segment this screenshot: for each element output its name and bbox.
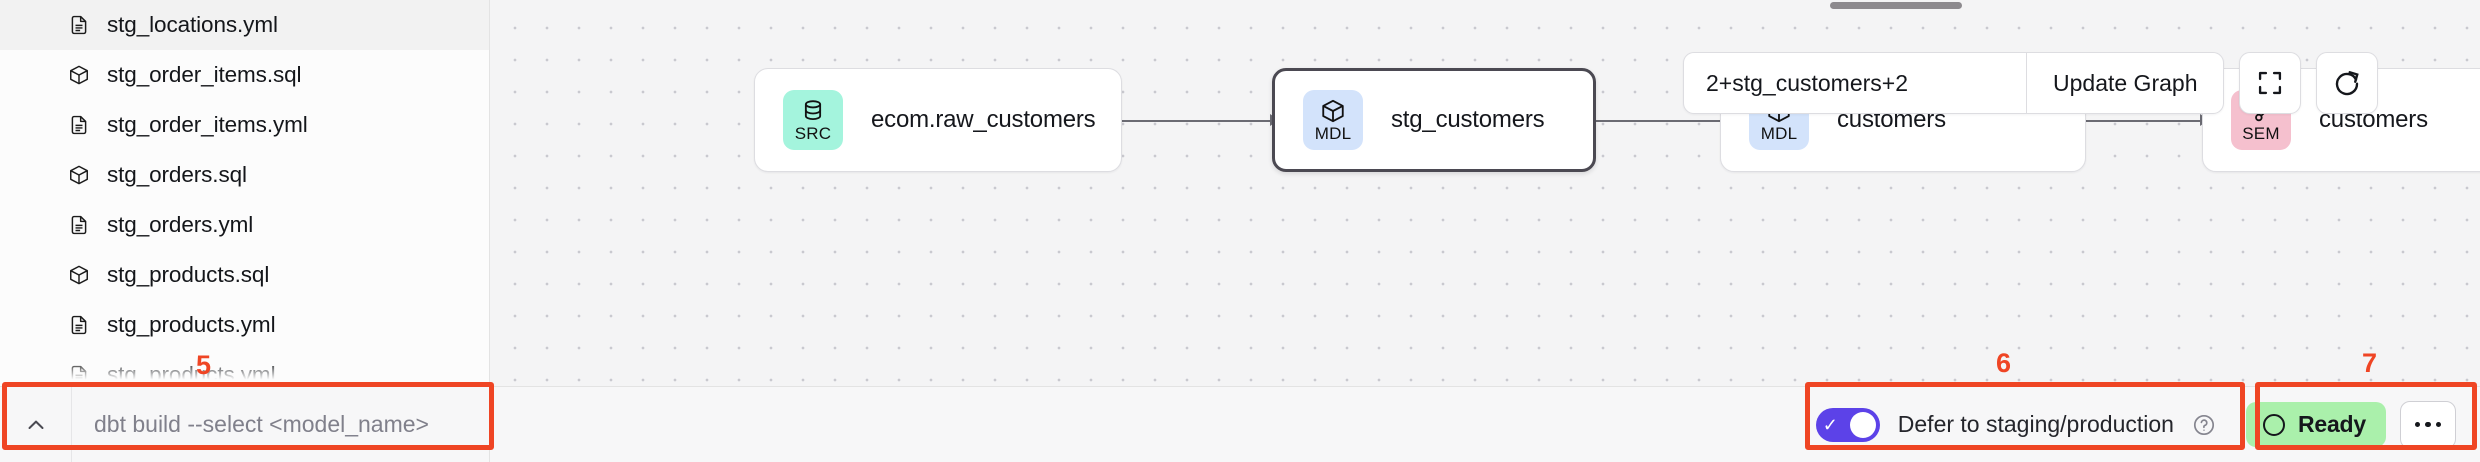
scrollbar-thumb[interactable]: [1830, 2, 1962, 9]
cube-sql-icon: [68, 164, 90, 186]
refresh-icon: [2336, 71, 2360, 96]
refresh-button[interactable]: [2316, 52, 2379, 114]
file-name-label: stg_products.yml: [107, 312, 276, 337]
bottom-bar: ✓ Defer to staging/production Ready: [0, 386, 2480, 462]
file-list-item[interactable]: stg_orders.yml: [0, 200, 489, 250]
node-badge-src: SRC: [783, 90, 843, 150]
file-list-item[interactable]: stg_locations.yml: [0, 0, 489, 50]
update-graph-button[interactable]: Update Graph: [2026, 53, 2223, 113]
edge-src-to-stg: [1120, 120, 1272, 122]
circle-outline-icon: [2262, 413, 2285, 436]
file-yml-icon: [68, 114, 90, 136]
database-icon: [804, 100, 822, 121]
file-yml-icon: [68, 364, 90, 386]
file-name-label: stg_locations.yml: [107, 12, 278, 37]
file-yml-icon: [68, 214, 90, 236]
file-list-item[interactable]: stg_products.yml: [0, 300, 489, 350]
status-group: Ready: [2245, 400, 2456, 449]
more-options-button[interactable]: [2400, 400, 2456, 449]
ellipsis-dot: [2425, 421, 2431, 428]
graph-selector-input[interactable]: [1684, 53, 2026, 113]
canvas-horizontal-scrollbar[interactable]: [490, 0, 2480, 12]
file-list-item[interactable]: stg_orders.sql: [0, 150, 489, 200]
file-name-label: stg_order_items.yml: [107, 112, 308, 137]
defer-toggle-group[interactable]: ✓ Defer to staging/production: [1802, 400, 2230, 450]
defer-label: Defer to staging/production: [1897, 411, 2174, 437]
cube-sql-icon: [68, 264, 90, 286]
file-yml-icon: [68, 314, 90, 336]
cube-icon: [1322, 99, 1344, 123]
file-list-item[interactable]: stg_order_items.sql: [0, 50, 489, 100]
question-circle-icon[interactable]: [2192, 413, 2216, 437]
file-explorer-sidebar[interactable]: stg_locations.yml stg_order_items.sql stg_…: [0, 0, 490, 386]
status-label: Ready: [2297, 411, 2366, 437]
node-badge-label: MDL: [1314, 124, 1352, 143]
ellipsis-dot: [2414, 421, 2421, 428]
chevron-up-icon: [28, 420, 43, 429]
status-bar: ✓ Defer to staging/production Ready: [490, 387, 2480, 462]
main-body: stg_locations.yml stg_order_items.sql stg_…: [0, 0, 2480, 386]
file-list-item[interactable]: stg_products.yml: [0, 350, 489, 386]
toggle-check-icon: ✓: [1822, 414, 1838, 435]
file-name-label: stg_products.yml: [107, 362, 276, 386]
node-label: stg_customers: [1391, 106, 1545, 133]
cube-sql-icon: [68, 64, 90, 86]
defer-toggle[interactable]: ✓: [1815, 407, 1880, 442]
node-badge-mdl: MDL: [1303, 90, 1363, 150]
ellipsis-dot: [2435, 421, 2442, 428]
expand-icon: [2259, 71, 2282, 95]
file-name-label: stg_orders.yml: [107, 212, 254, 237]
lineage-graph-canvas[interactable]: SRC ecom.raw_customers MDL stg_customers: [490, 0, 2480, 386]
status-badge[interactable]: Ready: [2245, 402, 2386, 447]
toggle-knob: [1849, 411, 1876, 438]
graph-node-stg-customers[interactable]: MDL stg_customers: [1272, 68, 1596, 172]
edge-stg-to-customers: [1594, 120, 1722, 122]
file-list-item[interactable]: stg_order_items.yml: [0, 100, 489, 150]
edge-customers-to-sem: [2084, 120, 2202, 122]
file-yml-icon: [68, 14, 90, 36]
graph-node-ecom-raw-customers[interactable]: SRC ecom.raw_customers: [754, 68, 1122, 172]
file-list-item[interactable]: stg_products.sql: [0, 250, 489, 300]
file-list: stg_locations.yml stg_order_items.sql stg_…: [0, 0, 489, 386]
node-label: ecom.raw_customers: [871, 106, 1096, 133]
node-badge-label: MDL: [1760, 124, 1798, 143]
collapse-panel-button[interactable]: [0, 387, 72, 462]
node-badge-label: SRC: [794, 124, 832, 143]
fullscreen-button[interactable]: [2239, 52, 2302, 114]
file-name-label: stg_order_items.sql: [107, 62, 302, 87]
node-badge-label: SEM: [2242, 124, 2280, 143]
file-name-label: stg_orders.sql: [107, 162, 247, 187]
file-name-label: stg_products.sql: [107, 262, 270, 287]
selector-group: Update Graph: [1683, 52, 2225, 114]
graph-toolbar: Update Graph: [1683, 52, 2379, 114]
command-input[interactable]: [72, 387, 489, 462]
command-bar: [0, 387, 490, 462]
